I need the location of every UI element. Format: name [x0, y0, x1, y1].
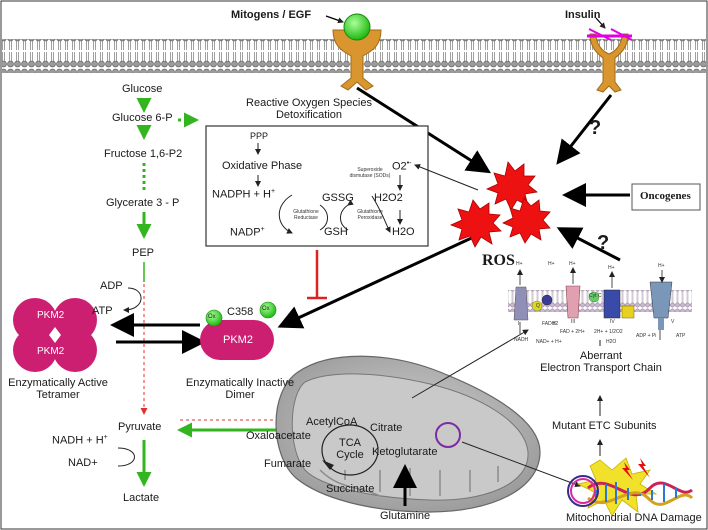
nadp-label: NADP+ [230, 226, 265, 239]
mtdna-damage-graphic [567, 457, 694, 517]
etc-cytc: Cyt C [589, 293, 602, 299]
c358-label: C358 [227, 306, 254, 318]
ox-label-right: Ox [262, 306, 270, 312]
egf-ligand [343, 13, 371, 41]
etc-fad: FAD + 2H+ [560, 329, 585, 335]
o2-label: O2•- [392, 160, 412, 173]
ox-ball-left [205, 309, 223, 327]
oncogenes-box [631, 183, 701, 211]
glycolysis-arrows [136, 98, 290, 487]
etc-complex-1: I [518, 321, 520, 327]
etc-h2o: H2O [606, 339, 617, 345]
etc-nad: NAD+ + H+ [536, 339, 562, 345]
nad-label: NAD+ [68, 457, 98, 469]
insulin-question-mark: ? [589, 117, 602, 139]
etc-complex-3: III [571, 319, 576, 325]
etc-complex-2: II [553, 321, 556, 327]
ros-label: ROS [482, 252, 515, 269]
etc-question-mark: ? [597, 232, 610, 254]
ketoglutarate-label: Ketoglutarate [372, 446, 438, 458]
mutant-etc-label: Mutant ETC Subunits [552, 420, 657, 432]
oxidative-phase-label: Oxidative Phase [222, 160, 303, 172]
dna-damage-label: Mitochondrial DNA Damage [566, 512, 702, 524]
ox-ball-right [259, 301, 277, 319]
etc-atp: ATP [676, 333, 686, 339]
pep-label: PEP [132, 247, 155, 259]
etc-fadh2: FADH2 [542, 321, 559, 327]
egf-receptor [332, 13, 382, 91]
etc-complex-5: V [671, 319, 675, 325]
pkm2-tetramer-label-bottom: PKM2 [37, 346, 65, 357]
etc-complex-4: IV [610, 319, 615, 325]
glucose-label: Glucose [122, 83, 163, 95]
oncogenes-label: Oncogenes [640, 190, 691, 202]
insulin-receptor [587, 28, 633, 93]
etc-adp: ADP + Pi [636, 333, 657, 339]
etc-h-1: H+ [516, 261, 523, 267]
mitochondrion [275, 355, 541, 513]
ros-burst [449, 161, 551, 248]
glucose6p-label: Glucose 6-P [112, 112, 173, 124]
h2o2-label: H2O2 [374, 192, 403, 204]
atp-label: ATP [92, 305, 113, 317]
etc-membrane [508, 290, 692, 312]
glycerate-label: Glycerate 3 - P [106, 197, 180, 209]
pkm2-dimer [200, 301, 277, 360]
pkm2-tetramer-label-top: PKM2 [37, 310, 65, 321]
nadh-label: NADH + H+ [52, 434, 108, 447]
ppp-label: PPP [250, 131, 269, 141]
etc-o2: 2H+ + 1/2O2 [594, 329, 623, 335]
nadph-label: NADPH + H+ [212, 188, 276, 201]
etc-nadh: NADH [514, 337, 529, 343]
detox-box [205, 125, 429, 247]
mtdna-circle [435, 422, 461, 448]
glutamine-label: Glutamine [380, 510, 431, 522]
etc-h-5: H+ [658, 263, 665, 269]
fumarate-label: Fumarate [264, 458, 312, 470]
acetylcoa-label: AcetylCoA [306, 416, 358, 428]
insulin-label: Insulin [565, 9, 601, 21]
mitogens-label: Mitogens / EGF [231, 9, 312, 21]
ox-label-left: Ox [208, 314, 216, 320]
tca-cycle-ring [321, 424, 379, 476]
etc-h-3: H+ [569, 261, 576, 267]
etc-h-2: H+ [548, 261, 555, 267]
pkm2-dimer-label: PKM2 [223, 334, 253, 346]
pyruvate-label: Pyruvate [118, 421, 162, 433]
h2o-label: H2O [392, 226, 415, 238]
etc-h-4: H+ [608, 265, 615, 271]
lactate-label: Lactate [123, 492, 160, 504]
adp-label: ADP [100, 280, 123, 292]
etc-q: Q [536, 303, 540, 309]
citrate-label: Citrate [370, 422, 403, 434]
fructose-label: Fructose 1,6-P2 [104, 148, 183, 160]
etc-complexes [513, 281, 673, 330]
gssg-label: GSSG [322, 192, 354, 204]
gsh-label: GSH [324, 226, 348, 238]
succinate-label: Succinate [326, 483, 375, 495]
pkm2-tetramer [13, 298, 97, 372]
oxaloacetate-label: Oxaloacetate [246, 430, 311, 442]
